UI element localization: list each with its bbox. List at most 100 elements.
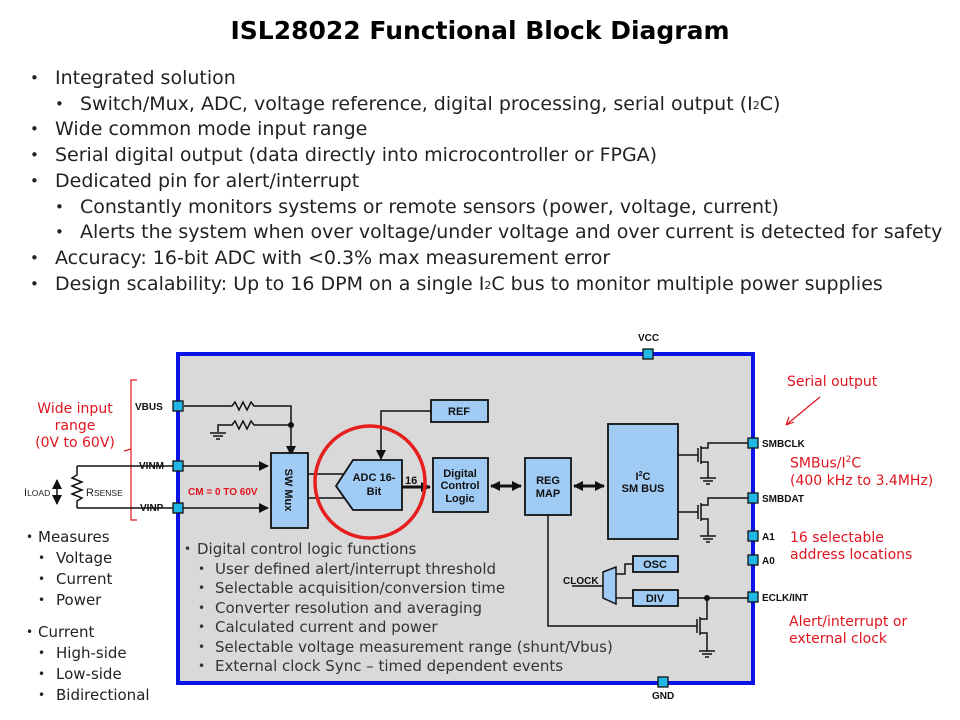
list-item: User defined alert/interrupt threshold [184,560,613,580]
junction-dot [288,422,294,428]
list-item: Selectable voltage measurement range (sh… [184,638,613,658]
i2c-smbus-block [607,423,679,540]
pin-label-vinp: VINP [140,503,164,514]
pin-label-vbus: VBUS [135,402,163,413]
ref-wire [380,410,431,447]
digital-control-logic-block [432,457,489,513]
bullet-text: Alerts the system when over voltage/unde… [80,221,943,244]
dcl-label-line2: Control [440,480,479,492]
reg-map-label-line1: REG [536,475,560,487]
pin-label-vinm: VINM [139,461,164,472]
smbclk-transistor-icon [678,442,748,485]
pin-label-gnd: GND [652,691,674,702]
feature-bullet-list: Integrated solution Switch/Mux, ADC, vol… [30,66,950,297]
bullet-text: Serial digital output (data directly int… [55,144,658,167]
pin-label-smbdat: SMBDAT [762,494,804,505]
reg-map-label-line2: MAP [536,488,560,500]
pin-vcc [642,348,654,360]
bullet-text: Wide common mode input range [55,118,368,141]
pin-label-smbclk: SMBCLK [762,439,806,450]
list-heading: Current [26,622,150,643]
pin-eclk-int [747,591,759,603]
note-line: (400 kHz to 3.4MHz) [790,472,934,489]
pin-vinm [172,460,184,472]
bullet-integrated: Integrated solution [30,66,950,92]
cm-range-label: CM = 0 TO 60V [188,487,258,498]
note-line: external clock [789,631,888,647]
adc-highlight-circle [313,424,427,540]
alert-note: Alert/interrupt or external clock [789,614,907,648]
bullet-text: Accuracy: 16-bit ADC with <0.3% max meas… [55,246,611,269]
superscript: 2 [484,278,492,292]
smbus-speed-note: SMBus/I2C (400 kHz to 3.4MHz) [790,452,933,490]
list-item: External clock Sync – timed dependent ev… [184,657,613,677]
bullet-common-mode: Wide common mode input range [30,117,950,143]
bullet-monitors: Constantly monitors systems or remote se… [30,195,950,221]
list-heading: Digital control logic functions [184,540,613,560]
bullet-scalability: Design scalability: Up to 16 DPM on a si… [30,272,950,298]
bullet-text: C bus to monitor multiple power supplies [491,272,883,295]
pin-label-eclk-int: ECLK/INT [762,593,808,604]
arrowhead [785,416,795,426]
bullet-accuracy: Accuracy: 16-bit ADC with <0.3% max meas… [30,246,950,272]
list-item: Calculated current and power [184,618,613,638]
note-line: range [54,418,96,434]
dcl-label-line1: Digital [443,468,477,480]
pin-vbus [172,400,184,412]
adc-label-line2: Bit [367,486,382,498]
sw-mux-label: SW Mux [282,469,294,513]
superscript: 2 [752,98,760,112]
bullet-text: Dedicated pin for alert/interrupt [55,169,360,192]
bullet-integrated-detail: Switch/Mux, ADC, voltage reference, digi… [30,92,950,118]
adc-block [334,459,403,511]
bullet-text: Design scalability: Up to 16 DPM on a si… [55,272,485,295]
list-item: Selectable acquisition/conversion time [184,579,613,599]
pin-label-vcc: VCC [638,333,659,344]
sw-mux-block [270,452,309,529]
current-sensing-list: Current High-side Low-side Bidirectional [26,622,150,706]
bullet-alert-pin: Dedicated pin for alert/interrupt [30,169,950,195]
list-item: Low-side [26,664,150,685]
osc-wire [616,563,633,575]
iload-label: ILOAD [24,487,50,499]
list-item: Converter resolution and averaging [184,599,613,619]
bus-width-label: 16 [405,475,417,487]
address-note: 16 selectable address locations [790,530,912,564]
list-item: Bidirectional [26,685,150,706]
note-line: 16 selectable [790,530,884,546]
pin-smbdat [747,492,759,504]
list-item: Voltage [26,548,112,569]
pin-label-a1: A1 [762,532,775,543]
dcl-label-line3: Logic [445,493,474,505]
bullet-text: Switch/Mux, ADC, voltage reference, digi… [80,92,753,115]
note-line: SMBus/I2C [790,455,862,472]
list-item: Current [26,569,112,590]
ground-icon [210,432,226,440]
bullet-text: Integrated solution [55,67,236,89]
pin-a0 [747,554,759,566]
list-item: Power [26,590,112,611]
div-label: DIV [646,593,665,605]
bullet-text: Constantly monitors systems or remote se… [80,195,779,218]
pin-a1 [747,530,759,542]
i2c-label-line1: I2C [636,471,651,483]
rsense-label: RSENSE [86,487,123,499]
input-range-bracket [130,379,137,521]
bracket-tick [123,448,132,452]
osc-label: OSC [643,559,667,571]
note-line: Wide input [37,401,113,417]
adc-label-line1: ADC 16- [353,472,396,484]
note-line: address locations [790,547,913,563]
serial-output-arrow-icon [785,396,821,426]
i2c-label-line2: SM BUS [622,483,665,495]
list-item: High-side [26,643,150,664]
list-heading: Measures [26,527,112,548]
note-line: (0V to 60V) [35,435,115,451]
pin-label-a0: A0 [762,556,775,567]
serial-output-note: Serial output [787,374,878,390]
wide-input-range-note: Wide input range (0V to 60V) [28,401,122,452]
smbdat-transistor-icon [678,497,748,543]
slide-title: ISL28022 Functional Block Diagram [230,16,730,45]
bullet-alerts: Alerts the system when over voltage/unde… [30,220,950,246]
measures-list: Measures Voltage Current Power [26,527,112,611]
